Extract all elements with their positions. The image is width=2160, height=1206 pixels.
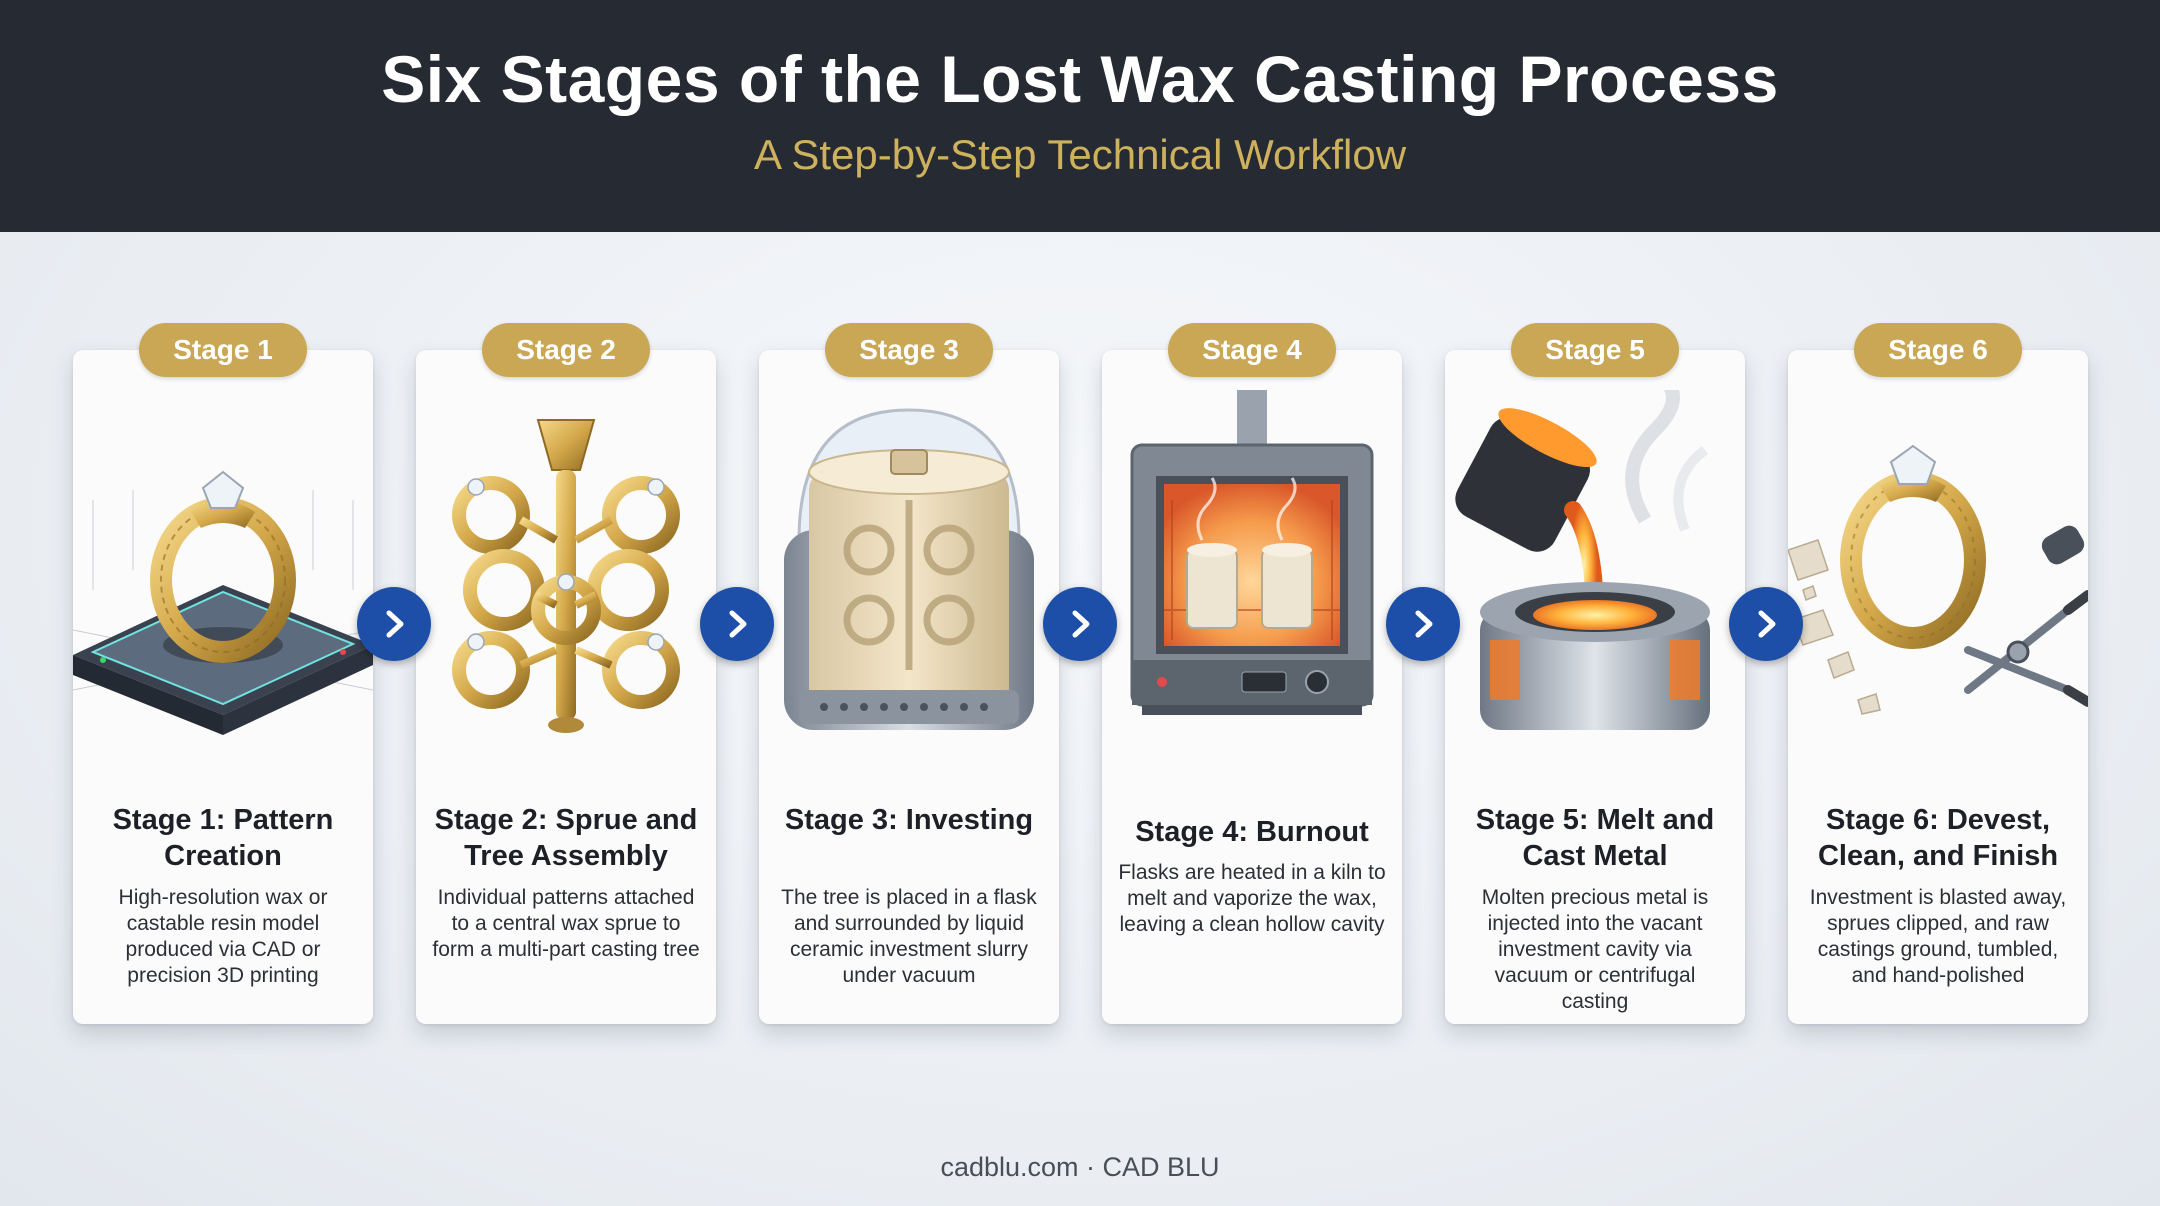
next-stage-arrow [357,587,431,661]
casting-tree-icon [452,419,680,733]
stage-badge: Stage 4 [1168,323,1336,377]
stage-title: Stage 3: Investing [784,804,1034,836]
next-stage-arrow [1729,587,1803,661]
stage-title: Stage 1: Pattern Creation [112,804,334,872]
finished-ring-icon [1788,444,2088,715]
header-banner: Six Stages of the Lost Wax Casting Proce… [0,0,2160,232]
stage-description: High-resolution wax or castable resin mo… [118,886,328,987]
chevron-right-icon [1072,610,1090,638]
stage-badge: Stage 2 [482,323,650,377]
stage-title: Stage 4: Burnout [1135,816,1369,848]
stage-card-1: Stage 1: Pattern Creation High-resolutio… [73,350,373,1024]
chevron-right-icon [1758,610,1776,638]
stage-card-5: Stage 5: Melt and Cast Metal Molten prec… [1445,350,1745,1024]
next-stage-arrow [700,587,774,661]
ring-on-3d-printer-icon [73,470,373,735]
stage-description: Flasks are heated in a kiln to melt and … [1118,861,1386,936]
crucible-pour-icon [1455,390,1710,730]
footer-credit: cadblu.com · CAD BLU [940,1152,1220,1182]
stage-description: Investment is blasted away, sprues clipp… [1809,886,2067,987]
stage-badge: Stage 3 [825,323,993,377]
kiln-icon [1130,390,1374,715]
investment-flask-icon [784,408,1034,730]
chevron-right-icon [1415,610,1433,638]
page-subtitle: A Step-by-Step Technical Workflow [753,131,1407,178]
stage-description: Individual patterns attached to a centra… [432,886,700,961]
stage-badge: Stage 6 [1854,323,2022,377]
next-stage-arrow [1386,587,1460,661]
stage-badge: Stage 1 [139,323,307,377]
chevron-right-icon [386,610,404,638]
stage-card-4: Stage 4: Burnout Flasks are heated in a … [1102,350,1402,1024]
stage-card-3: Stage 3: Investing The tree is placed in… [759,350,1059,1024]
stage-title: Stage 5: Melt and Cast Metal [1475,804,1715,872]
page-title: Six Stages of the Lost Wax Casting Proce… [381,42,1779,116]
next-stage-arrow [1043,587,1117,661]
stage-title: Stage 2: Sprue and Tree Assembly [434,804,698,872]
stage-description: Molten precious metal is injected into t… [1481,886,1709,1013]
stage-card-2: Stage 2: Sprue and Tree Assembly Individ… [416,350,716,1024]
stage-card-6: Stage 6: Devest, Clean, and Finish Inves… [1788,350,2088,1024]
stage-description: The tree is placed in a flask and surrou… [781,886,1037,987]
chevron-right-icon [729,610,747,638]
stage-title: Stage 6: Devest, Clean, and Finish [1817,804,2059,872]
stage-badge: Stage 5 [1511,323,1679,377]
